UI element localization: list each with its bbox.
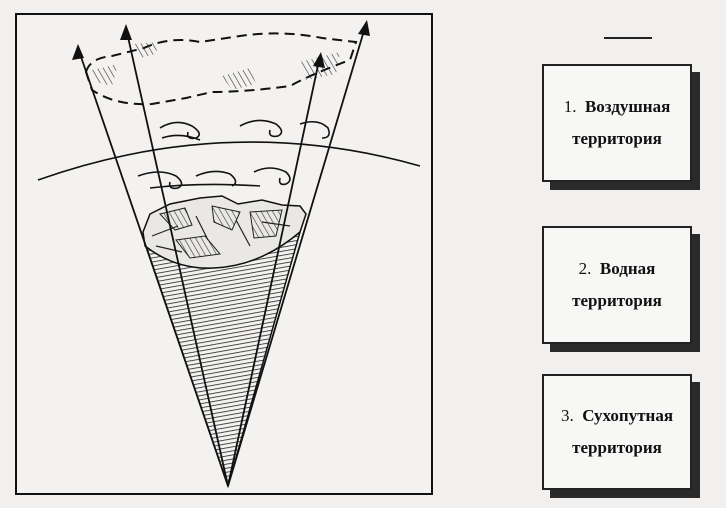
water-territory-subtitle: территория [572, 291, 662, 310]
land-mass-lines [151, 215, 291, 253]
cone-rays [77, 23, 367, 487]
water-territory-label: Водная [599, 258, 656, 278]
water-territory-panel: 2. Водная территория [542, 226, 692, 344]
arrowhead-2 [120, 24, 132, 40]
ray-arrowheads [72, 20, 370, 68]
land-territory-label: Сухопутная [582, 405, 674, 425]
air-territory-number: 1. [563, 96, 577, 116]
air-territory-subtitle: территория [572, 129, 662, 148]
airspace-shading [92, 42, 340, 90]
air-territory-panel: 1. Воздушная территория [542, 64, 692, 182]
land-territory-subtitle: территория [572, 438, 662, 457]
arrowhead-4 [358, 20, 370, 36]
air-territory-title: 1. Воздушная [564, 91, 671, 123]
water-territory-number: 2. [578, 258, 592, 278]
land-territory-title: 3. Сухопутная [561, 400, 673, 432]
land-territory-number: 3. [560, 405, 574, 425]
water-territory-title: 2. Водная [579, 253, 656, 285]
arrowhead-3 [313, 52, 325, 68]
land-territory-panel: 3. Сухопутная территория [542, 374, 692, 490]
earth-horizon [37, 141, 421, 181]
arrowhead-1 [72, 44, 84, 60]
air-territory-label: Воздушная [584, 96, 671, 116]
land-mass-shading [159, 205, 283, 259]
